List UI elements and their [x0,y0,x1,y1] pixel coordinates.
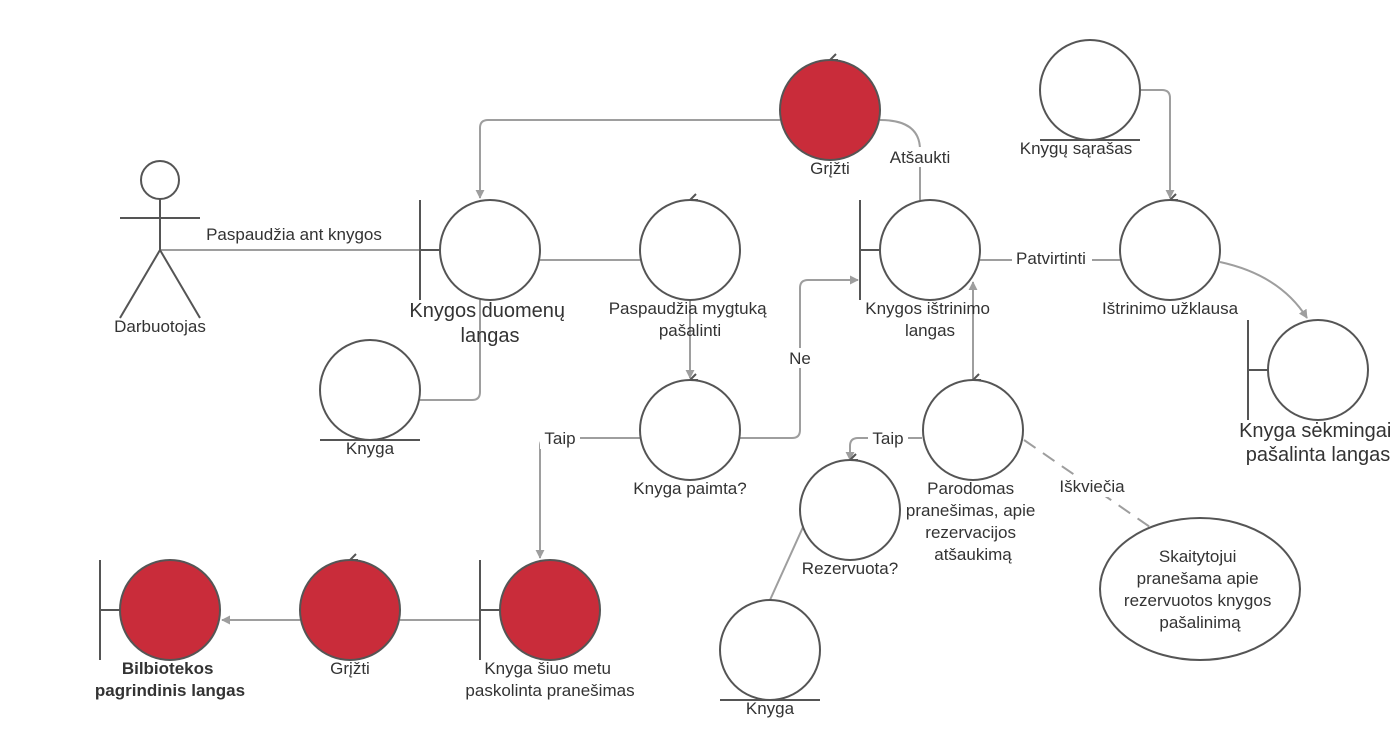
edge-label-taip-right: Taip [872,429,903,448]
node-label: Knyga [746,699,795,718]
edge-paimta-to-siuo-metu [535,437,640,559]
controller-grizti-top[interactable]: Grįžti [779,53,881,178]
node-label: Knyga šiuo metu paskolinta pranešimas [465,659,634,700]
controller-parodomas-pranesimas[interactable]: Parodomas pranešimas, apie rezervacijos … [906,373,1040,564]
node-label: Bilbiotekos pagrindinis langas [95,659,245,700]
actor-darbuotojas[interactable]: Darbuotojas [114,160,206,336]
boundary-knyga-siuo-metu[interactable]: Knyga šiuo metu paskolinta pranešimas [465,559,635,700]
edge-label-paspaudzia-ant-knygos: Paspaudžia ant knygos [206,225,382,244]
controller-rezervuota[interactable]: Rezervuota? [799,453,901,578]
entity-knyga-2[interactable]: Knyga [719,599,821,718]
node-label: Knygos duomenų langas [409,300,570,347]
edge-sarasas-to-uzklausa [1140,89,1175,199]
node-label: Knygos ištrinimo langas [865,299,994,340]
note-skaitytojui[interactable]: Skaitytojui pranešama apie rezervuotos k… [1099,517,1301,661]
note-label: Skaitytojui pranešama apie rezervuotos k… [1124,547,1276,632]
entity-knyga-1[interactable]: Knyga [319,339,421,458]
boundary-knyga-sekmingai[interactable]: Knyga sėkmingai pašalinta langas [1239,319,1397,466]
controller-knyga-paimta[interactable]: Knyga paimta? [633,373,747,498]
edge-knyga-to-duomenu [420,300,481,401]
node-label: Knyga [346,439,395,458]
node-label: Grįžti [810,159,850,178]
controller-grizti-bottom[interactable]: Grįžti [299,553,401,678]
boundary-bilbiotekos-langas[interactable]: Bilbiotekos pagrindinis langas [95,559,245,700]
node-label: Knyga sėkmingai pašalinta langas [1239,420,1397,466]
node-label: Rezervuota? [802,559,898,578]
edge-uzklausa-to-sekmingai [1219,261,1308,319]
controller-paspaudzia-mygtuka[interactable]: Paspaudžia mygtuką pašalinti [609,193,772,340]
edge-label-ne: Ne [789,349,811,368]
edge-label-iskviecia: Iškviečia [1059,477,1125,496]
node-label: Grįžti [330,659,370,678]
edge-labels: Paspaudžia ant knygos Atšaukti Patvirtin… [198,147,1130,497]
entity-knygu-sarasas[interactable]: Knygų sąrašas [1020,39,1141,158]
controller-istrinimo-uzklausa[interactable]: Ištrinimo užklausa [1102,193,1239,318]
actor-head-icon [140,160,180,200]
boundary-knygos-duomenu-langas[interactable]: Knygos duomenų langas [409,199,570,347]
node-label: Parodomas pranešimas, apie rezervacijos … [906,479,1040,564]
edge-label-patvirtinti: Patvirtinti [1016,249,1086,268]
node-label: Paspaudžia mygtuką pašalinti [609,299,772,340]
boundary-knygos-istrinimo-langas[interactable]: Knygos ištrinimo langas [859,199,995,340]
node-label: Knygų sąrašas [1020,139,1132,158]
edge-label-taip-left: Taip [544,429,575,448]
edge-grizti-to-duomenu-langas [475,119,780,199]
node-label: Ištrinimo užklausa [1102,299,1239,318]
actor-label: Darbuotojas [114,317,206,336]
node-label: Knyga paimta? [633,479,746,498]
edge-label-atsaukti: Atšaukti [890,148,950,167]
edge-parodomas-to-rezervuota [845,437,922,461]
